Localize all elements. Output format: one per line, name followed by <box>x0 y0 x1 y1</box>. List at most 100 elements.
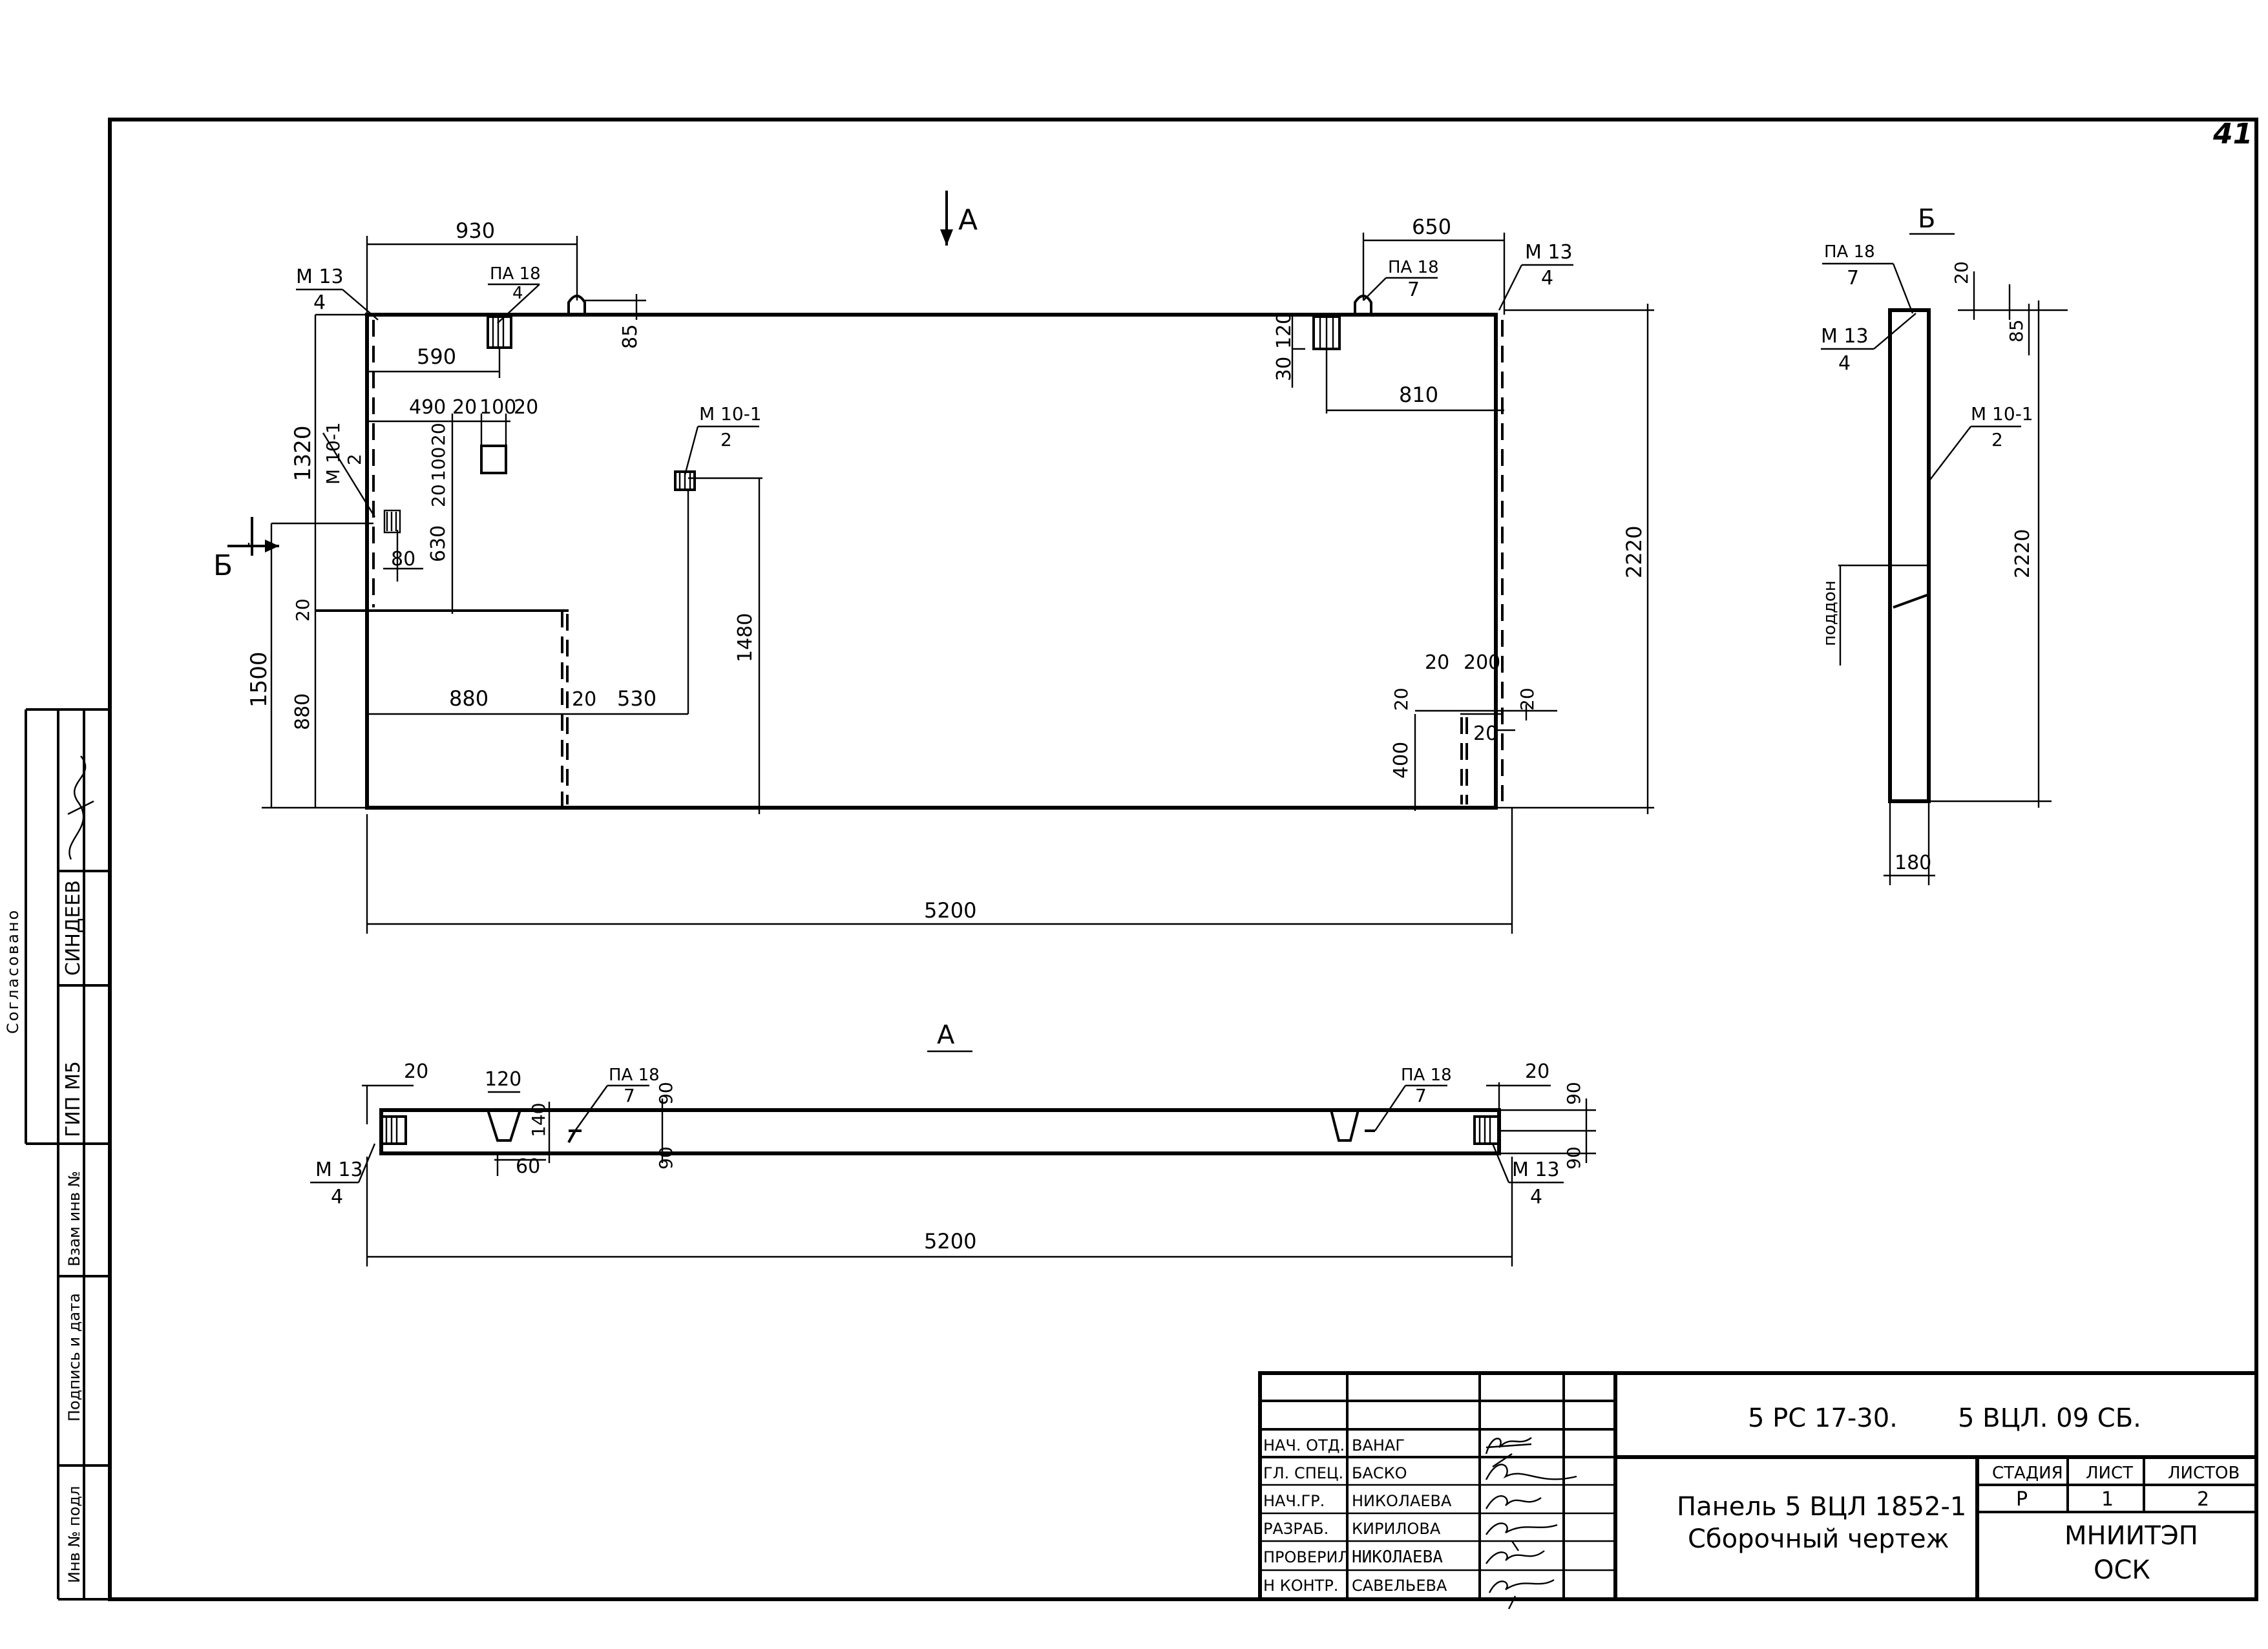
stage-label: СТАДИЯ <box>1992 1464 2063 1483</box>
front-view: А Б 930 650 590 490 20 100 20 85 120 30 … <box>213 191 1654 934</box>
plan-view: А 20 120 <box>310 1020 1596 1266</box>
staff-name-4: НИКОЛАЕВА <box>1352 1548 1443 1567</box>
stage-value: Р <box>2016 1488 2028 1511</box>
sheets-value: 2 <box>2197 1488 2209 1511</box>
plan-callout-m13-left-bottom: 4 <box>331 1186 343 1208</box>
side-label-podon: поддон <box>1820 580 1840 646</box>
dim-80: 80 <box>391 548 415 571</box>
sign-date-label: Подпись и дата <box>65 1293 83 1422</box>
org-line1: МНИИТЭП <box>2064 1521 2198 1551</box>
side-callout-m13-top: М 13 <box>1821 325 1869 348</box>
staff-role-3: РАЗРАБ. <box>1263 1520 1328 1538</box>
dim-20d: 20 <box>428 484 449 507</box>
plan-dim-90a: 90 <box>655 1082 677 1105</box>
staff-name-3: КИРИЛОВА <box>1352 1520 1441 1538</box>
dim-880v: 880 <box>291 693 314 730</box>
plan-callout-m13-right-top: М 13 <box>1512 1159 1560 1181</box>
dim-880: 880 <box>449 686 488 711</box>
callout-pa18-left-bottom: 4 <box>512 284 523 303</box>
callout-m13-right-top: М 13 <box>1525 241 1573 264</box>
approver-signature <box>67 755 94 860</box>
callout-pa18-right-bottom: 7 <box>1407 278 1420 301</box>
dim-1480: 1480 <box>734 613 757 662</box>
plan-dim-120: 120 <box>485 1068 521 1091</box>
side-callout-m10-top: М 10-1 <box>1971 403 2033 425</box>
callout-m13-left-top: М 13 <box>296 266 344 288</box>
dim-1320: 1320 <box>290 425 316 481</box>
staff-name-0: ВАНАГ <box>1352 1436 1405 1455</box>
callout-pa18-right-top: ПА 18 <box>1388 258 1439 277</box>
inv-orig-label: Инв № подл <box>65 1486 83 1583</box>
plan-dim-140: 140 <box>528 1103 549 1137</box>
sheet-label: ЛИСТ <box>2086 1464 2133 1483</box>
callout-m13-right-bottom: 4 <box>1541 267 1553 289</box>
side-section-label: Б <box>1918 204 1935 234</box>
title-block: 5 РС 17-30. 5 ВЦЛ. 09 СБ. Панель 5 ВЦЛ 1… <box>1258 1371 2258 1610</box>
plan-callout-pa18-right-bottom: 7 <box>1415 1085 1427 1106</box>
plan-dim-60: 60 <box>516 1155 540 1178</box>
dim-20c: 20 <box>428 423 449 446</box>
approver-role: ГИП М5 <box>62 1061 85 1137</box>
dim-1500: 1500 <box>246 651 272 708</box>
dim-20a: 20 <box>452 396 477 419</box>
left-stamp: Согласовано СИНДЕЕВ ГИП М5 Взам инв № По… <box>4 708 110 1601</box>
plan-dim-5200: 5200 <box>924 1229 976 1254</box>
staff-name-5: САВЕЛЬЕВА <box>1352 1577 1447 1595</box>
staff-role-4: ПРОВЕРИЛ <box>1263 1548 1350 1566</box>
dim-400: 400 <box>1390 742 1412 779</box>
side-dim-180: 180 <box>1895 852 1931 874</box>
dim-85: 85 <box>619 324 642 349</box>
side-callout-m13-bottom: 4 <box>1838 352 1851 375</box>
section-b-marker: Б <box>213 549 233 582</box>
callout-m10-center-bottom: 2 <box>720 429 732 450</box>
dim-5200-front: 5200 <box>924 898 976 923</box>
side-view: Б поддон ПА 18 7 М 13 4 М 10-1 2 20 85 2… <box>1820 204 2068 885</box>
dim-530: 530 <box>617 686 656 711</box>
dim-650: 650 <box>1412 215 1451 239</box>
dim-20j: 20 <box>1473 722 1498 745</box>
dim-630: 630 <box>427 525 450 562</box>
doc-code: 5 РС 17-30. <box>1748 1403 1898 1433</box>
callout-m10-left-bottom: 2 <box>344 454 365 465</box>
agreed-label: Согласовано <box>4 909 22 1034</box>
staff-role-1: ГЛ. СПЕЦ. <box>1263 1464 1343 1482</box>
dim-490: 490 <box>409 396 446 419</box>
inv-replace-label: Взам инв № <box>65 1171 83 1266</box>
staff-role-5: Н КОНТР. <box>1263 1577 1338 1595</box>
dim-20g: 20 <box>1425 651 1449 674</box>
staff-signatures <box>1485 1437 1577 1610</box>
callout-m10-left-top: М 10-1 <box>322 422 344 485</box>
org-line2: ОСК <box>2094 1555 2150 1585</box>
side-dim-2220: 2220 <box>2011 529 2034 578</box>
drawing-title-line1: Панель 5 ВЦЛ 1852-1 <box>1677 1492 1966 1522</box>
staff-role-0: НАЧ. ОТД. <box>1263 1436 1345 1455</box>
plan-dim-20l: 20 <box>404 1060 428 1083</box>
plan-callout-m13-right-bottom: 4 <box>1530 1186 1542 1208</box>
dim-200: 200 <box>1464 651 1500 674</box>
plan-callout-pa18-left-bottom: 7 <box>624 1085 635 1106</box>
sheets-label: ЛИСТОВ <box>2168 1464 2240 1483</box>
plan-dim-90c: 90 <box>1563 1082 1584 1105</box>
dim-20h: 20 <box>1391 688 1412 711</box>
plan-dim-90b: 90 <box>655 1146 677 1170</box>
plan-dim-20r: 20 <box>1525 1060 1549 1083</box>
dim-20b: 20 <box>514 396 538 419</box>
side-callout-pa18-bottom: 7 <box>1847 267 1859 289</box>
dim-30: 30 <box>1273 357 1296 381</box>
sheet-value: 1 <box>2101 1488 2114 1511</box>
section-a-marker: А <box>958 204 978 236</box>
approver-name: СИНДЕЕВ <box>62 880 85 976</box>
dim-20i: 20 <box>1517 688 1538 711</box>
side-dim-20: 20 <box>1951 261 1972 284</box>
dim-2220: 2220 <box>1622 526 1646 578</box>
dim-810: 810 <box>1399 383 1438 407</box>
doc-code-2: 5 ВЦЛ. 09 СБ. <box>1958 1403 2141 1433</box>
staff-name-2: НИКОЛАЕВА <box>1352 1492 1452 1510</box>
plan-callout-pa18-left-top: ПА 18 <box>609 1066 660 1085</box>
plan-callout-pa18-right-top: ПА 18 <box>1401 1066 1452 1085</box>
dim-20e: 20 <box>292 598 313 622</box>
dim-120: 120 <box>1273 312 1296 349</box>
side-dim-85: 85 <box>2006 319 2027 342</box>
sheet-frame <box>108 118 2258 1601</box>
